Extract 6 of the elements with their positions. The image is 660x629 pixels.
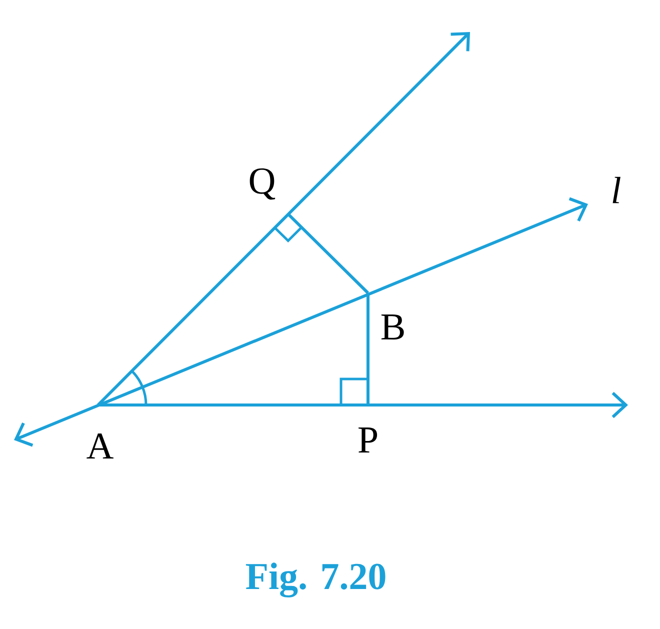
point-label: P [358,428,378,452]
point-label: l [612,176,620,204]
point-label: Q [250,168,276,200]
figure-caption: Fig. 7.20 [246,562,386,598]
point-label: B [381,314,404,340]
point-label: A [86,433,114,459]
